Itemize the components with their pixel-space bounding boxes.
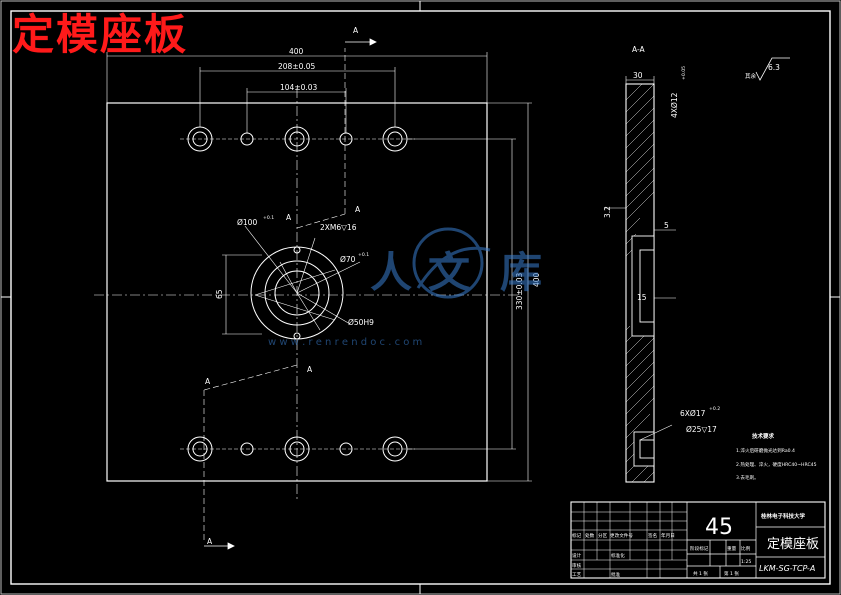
- tb-stage-1: 阶段标记: [690, 545, 709, 552]
- main-dim-text: 400 208±0.05 104±0.03 400 330±0.03 65 Ø1…: [215, 47, 541, 327]
- title-block: [570, 501, 826, 579]
- dim-hole-100-tol: +0.1: [263, 215, 274, 221]
- dim-400-height: 400: [532, 272, 541, 287]
- dim-5: 5: [664, 221, 669, 230]
- center-lines: [94, 88, 520, 500]
- dim-roughness-side: 3.2: [603, 206, 612, 218]
- section-letters: A A A A A A: [205, 26, 361, 546]
- dim-bolt-tol: +0.05: [681, 66, 687, 80]
- roughness-note: 其余: [745, 72, 757, 80]
- dim-104: 104±0.03: [280, 83, 318, 92]
- bottom-hole-row: [187, 436, 408, 462]
- dim-330: 330±0.03: [515, 272, 524, 310]
- dim-cbore-depth: Ø25▽17: [686, 425, 717, 434]
- marker-a-5: A: [205, 377, 211, 386]
- watermark: 人 文 库 w w w . r e n r e n d o c . c o m: [268, 227, 542, 348]
- tb-standard: 标准化: [611, 552, 625, 559]
- watermark-url: w w w . r e n r e n d o c . c o m: [268, 337, 422, 348]
- tb-part-name: 定模座板: [767, 537, 819, 552]
- roughness-symbol: [755, 57, 790, 81]
- watermark-char-1: 人: [370, 248, 412, 297]
- tb-header-6: 年月日: [661, 532, 675, 539]
- tb-role-review: 审核: [572, 562, 582, 569]
- marker-a-3: A: [355, 205, 361, 214]
- tb-header-2: 处数: [585, 532, 595, 539]
- tb-school: 桂林电子科技大学: [760, 512, 806, 520]
- roughness-value: 6.3: [768, 63, 780, 72]
- tb-sheet-2: 第 1 张: [724, 570, 739, 577]
- locating-ring: [250, 246, 344, 340]
- watermark-char-2: 文: [428, 248, 470, 297]
- section-view: A-A: [603, 45, 720, 483]
- tb-stage-3: 比例: [741, 545, 751, 552]
- guide-hole-bc: [284, 436, 310, 462]
- tb-drawing-no: LKM-SG-TCP-A: [759, 564, 815, 573]
- dim-hole-100: Ø100: [237, 218, 257, 227]
- dim-cbore-tol: +0.2: [709, 406, 720, 412]
- tb-header-1: 标记: [572, 532, 582, 539]
- tb-scale: 1:25: [741, 559, 751, 565]
- dim-bore-50: Ø50H9: [348, 318, 374, 327]
- plate-front-view: 400 208±0.05 104±0.03 400 330±0.03 65 Ø1…: [94, 26, 541, 550]
- tb-sheet-1: 共 1 张: [693, 570, 708, 577]
- dim-thickness: 30: [633, 71, 643, 80]
- tb-header-4: 更改文件号: [610, 532, 633, 539]
- tb-material: 45: [705, 515, 733, 540]
- screw-hole-bl: [240, 442, 254, 456]
- dim-ring-70: Ø70: [340, 255, 356, 264]
- screw-hole-br: [339, 442, 353, 456]
- dim-208: 208±0.05: [278, 62, 316, 71]
- tech-line-2: 2.热处理、淬火，硬度HRC40~HRC45: [736, 461, 817, 468]
- marker-a-6: A: [207, 537, 213, 546]
- dim-400-width: 400: [289, 47, 304, 56]
- tech-requirements: 技术要求 1.淬火后研磨抛光达到Ra0.4 2.热处理、淬火，硬度HRC40~H…: [736, 432, 817, 481]
- guide-hole-bl: [187, 436, 213, 462]
- title-block-text: 标记 处数 分区 更改文件号 签名 年月日 设计 审核 工艺 批准 标准化 45…: [572, 512, 819, 578]
- marker-a-2: A: [286, 213, 292, 222]
- marker-a-4: A: [307, 365, 313, 374]
- section-dims: [604, 76, 676, 441]
- tb-header-5: 签名: [648, 532, 657, 539]
- tb-approve: 批准: [611, 571, 621, 578]
- tb-header-3: 分区: [598, 532, 608, 539]
- tb-stage-2: 重量: [727, 545, 737, 552]
- tb-role-design: 设计: [572, 552, 582, 559]
- tech-line-3: 3.去毛刺。: [736, 474, 759, 481]
- dim-bolt-holes: 4XØ12: [670, 92, 679, 118]
- dim-ring-70-tol: +0.1: [358, 252, 369, 258]
- right-dimensions: [407, 102, 532, 482]
- drawing-title-overlay: 定模座板: [12, 10, 189, 59]
- tech-line-1: 1.淬火后研磨抛光达到Ra0.4: [736, 447, 795, 454]
- left-dimension-65: [222, 254, 262, 335]
- dim-cbore: 6XØ17: [680, 409, 706, 418]
- top-dimensions: [106, 52, 488, 133]
- inner-frame: [10, 10, 831, 585]
- tb-role-process: 工艺: [572, 572, 582, 578]
- tech-heading: 技术要求: [752, 432, 775, 440]
- dim-15: 15: [637, 293, 647, 302]
- section-bore: [631, 235, 655, 337]
- section-path: [203, 48, 346, 540]
- watermark-char-3: 库: [500, 248, 542, 297]
- dim-65: 65: [215, 289, 224, 299]
- section-label: A-A: [632, 45, 646, 54]
- marker-a-1: A: [353, 26, 359, 35]
- dim-screw-spec: 2XM6▽16: [320, 223, 357, 232]
- section-hatching: [625, 83, 655, 483]
